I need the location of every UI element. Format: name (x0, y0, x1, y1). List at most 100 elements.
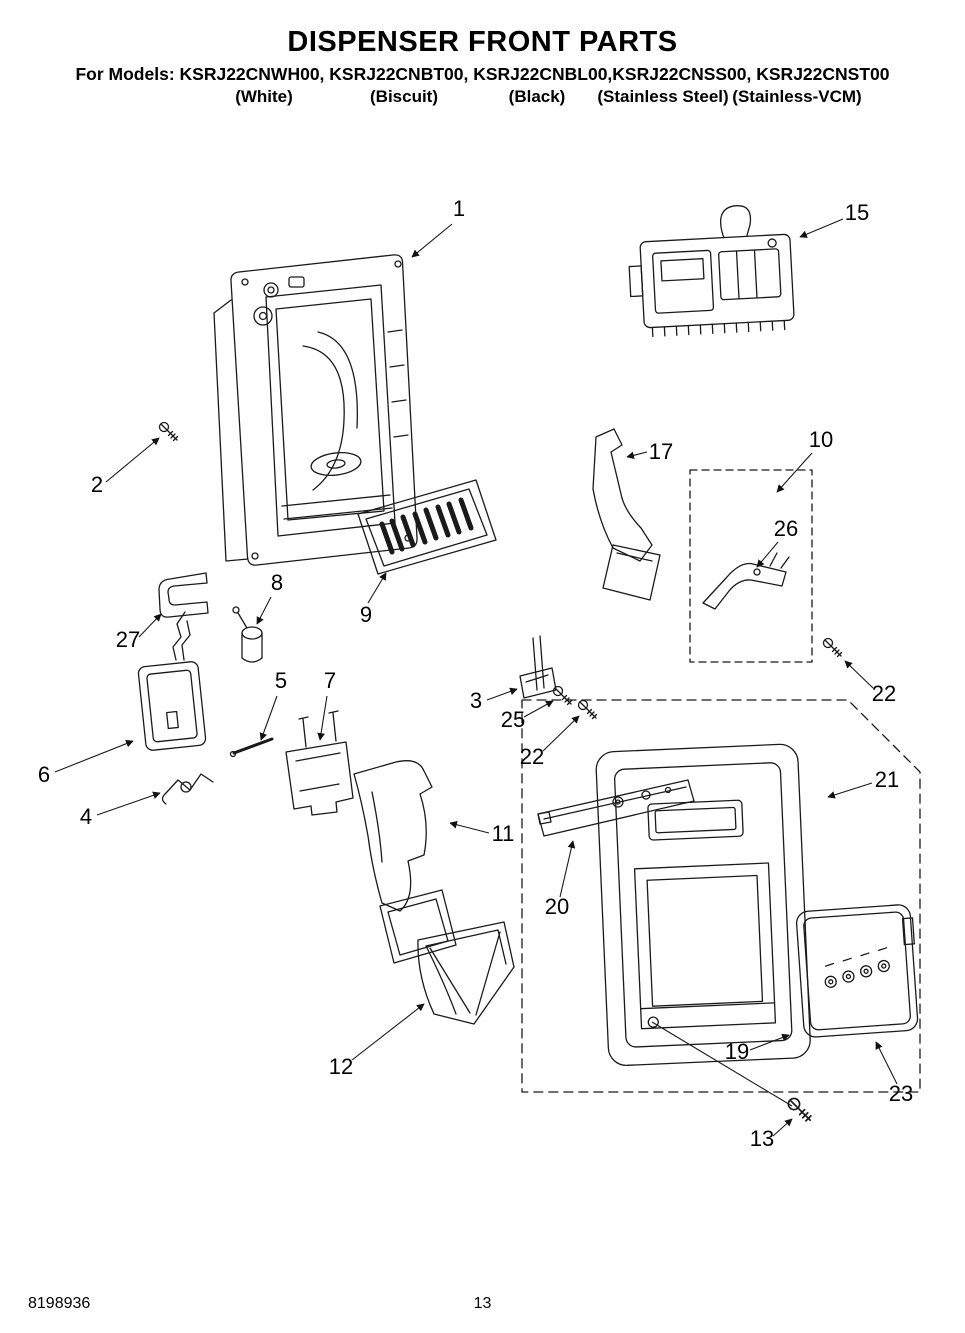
part-22-screw-center (577, 699, 598, 720)
callout-21-leader (827, 782, 873, 799)
finish-stainless-steel: (Stainless Steel) (597, 87, 729, 106)
callout-11: 11 (449, 820, 515, 846)
part-13-screw (787, 1097, 812, 1122)
callout-11-label: 11 (492, 821, 515, 846)
part-6-switch-housing (137, 611, 207, 751)
callout-27-label: 27 (116, 627, 140, 652)
callout-22-center-leader (542, 715, 580, 752)
callout-11-leader (449, 820, 490, 834)
part-21-region-outline (521, 699, 921, 1093)
part-9-overflow-grille (357, 479, 497, 575)
part-8-plunger (232, 606, 263, 663)
callout-20-label: 20 (545, 894, 569, 919)
callout-7-label: 7 (324, 668, 336, 693)
callout-8-label: 8 (271, 570, 283, 595)
callout-19: 19 (725, 1033, 790, 1064)
doc-number: 8198936 (28, 1295, 91, 1312)
callout-1-leader (411, 223, 453, 258)
callout-10: 10 (776, 427, 833, 493)
part-12-ice-chute-funnel (417, 921, 515, 1025)
part-10-region-outline (689, 469, 813, 663)
part-22-screw-right (822, 637, 843, 658)
part-7-switch-bracket (285, 710, 354, 816)
callout-23-label: 23 (889, 1081, 913, 1106)
part-17-actuator-lever (592, 428, 661, 601)
callout-9: 9 (360, 572, 387, 627)
part-23-control-overlay (795, 904, 919, 1038)
callout-2-leader (105, 437, 160, 483)
callout-13-label: 13 (750, 1126, 774, 1151)
page-number: 13 (473, 1295, 492, 1312)
callout-15-label: 15 (845, 200, 869, 225)
callout-1-label: 1 (453, 196, 465, 221)
callout-22-right: 22 (844, 660, 896, 706)
callout-1: 1 (411, 196, 465, 258)
page-title: DISPENSER FRONT PARTS (287, 26, 678, 58)
callout-17: 17 (626, 439, 673, 464)
footer: 8198936 13 (0, 1293, 965, 1313)
callout-12-label: 12 (329, 1054, 353, 1079)
callout-19-leader (749, 1033, 790, 1051)
screw-location-line (651, 1021, 793, 1107)
models-line: For Models: KSRJ22CNWH00, KSRJ22CNBT00, … (75, 64, 890, 84)
callout-3: 3 (470, 687, 518, 713)
finish-white: (White) (235, 87, 293, 106)
part-2-screw (158, 421, 179, 442)
callout-26: 26 (756, 516, 798, 568)
finish-stainless-vcm: (Stainless-VCM) (732, 87, 862, 106)
finishes-line: (White) (Biscuit) (Black) (Stainless Ste… (0, 87, 965, 109)
callout-23: 23 (875, 1041, 913, 1106)
callout-26-leader (756, 541, 779, 568)
callout-25-leader (523, 700, 554, 718)
finish-black: (Black) (508, 87, 566, 106)
callout-22-right-label: 22 (872, 681, 896, 706)
callout-5-leader (259, 695, 278, 741)
callout-13-leader (772, 1118, 793, 1137)
callout-2: 2 (91, 437, 160, 497)
callout-5: 5 (259, 668, 287, 741)
finish-biscuit: (Biscuit) (370, 87, 438, 106)
callout-4-label: 4 (80, 804, 92, 829)
callout-19-label: 19 (725, 1039, 749, 1064)
header: DISPENSER FRONT PARTS For Models: KSRJ22… (0, 26, 965, 109)
callout-4: 4 (80, 791, 161, 829)
part-21-dispenser-front-panel (595, 743, 811, 1067)
callout-12-leader (351, 1003, 425, 1061)
callout-25-label: 25 (501, 707, 525, 732)
part-1-dispenser-housing (213, 254, 418, 566)
callout-22-center-label: 22 (520, 744, 544, 769)
callout-21-label: 21 (875, 767, 899, 792)
callout-22-right-leader (844, 660, 874, 689)
callout-20: 20 (545, 840, 576, 919)
callout-15: 15 (799, 200, 869, 238)
callout-6-label: 6 (38, 762, 50, 787)
callout-10-label: 10 (809, 427, 833, 452)
callout-17-leader (626, 451, 648, 460)
callout-7: 7 (317, 668, 336, 741)
callout-3-leader (486, 687, 518, 701)
callout-15-leader (799, 218, 844, 238)
callout-3-label: 3 (470, 688, 482, 713)
part-26-dispenser-actuator (702, 552, 790, 610)
part-3-blade (519, 635, 557, 699)
part-4-wire-spring (161, 773, 214, 805)
callout-10-leader (776, 452, 813, 493)
part-5-pin (229, 737, 274, 758)
part-15-control-board (628, 205, 795, 338)
callout-21: 21 (827, 767, 899, 799)
part-27-clip (158, 572, 209, 618)
callout-23-leader (875, 1041, 898, 1085)
callout-25: 25 (501, 700, 554, 732)
callout-12: 12 (329, 1003, 425, 1079)
callout-20-leader (559, 840, 576, 898)
callout-22-center: 22 (520, 715, 580, 769)
callout-26-label: 26 (774, 516, 798, 541)
callout-17-label: 17 (649, 439, 673, 464)
callout-13: 13 (750, 1118, 793, 1151)
part-20-trim-bracket (537, 779, 695, 837)
callout-4-leader (96, 791, 161, 816)
callout-27-leader (138, 613, 162, 638)
callout-8: 8 (256, 570, 283, 625)
